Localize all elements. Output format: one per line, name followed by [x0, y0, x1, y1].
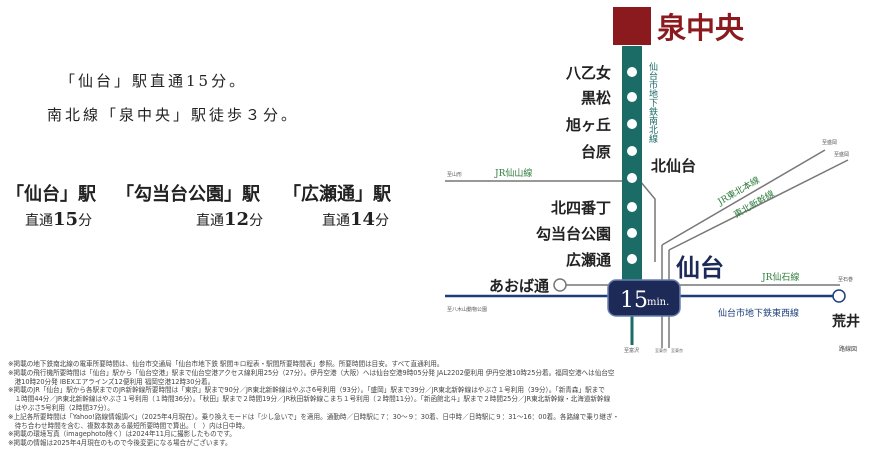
summary-time-unit: 分 — [375, 213, 390, 229]
summary-station-name-hirosedori: 「広瀬通」駅 — [283, 184, 391, 205]
minutes-box — [607, 279, 681, 317]
summary-station-name-sendai: 「仙台」駅 — [6, 184, 96, 205]
summary-time-label: 直通 — [322, 213, 350, 229]
label-jr-senseki: JR仙石線 — [761, 271, 799, 283]
footnote-line: ※上記各所要時間は「Yahoo!路線情報調べ」（2025年4月現在）。乗り換えモ… — [8, 412, 620, 421]
summary-time-label: 直通 — [25, 213, 53, 229]
summary-time-minutes: 12 — [224, 209, 250, 230]
station-dot — [627, 67, 637, 77]
station-label-aobadori: あおば通 — [489, 277, 549, 295]
summary-time-label: 直通 — [196, 213, 224, 229]
summary-time-minutes: 14 — [350, 209, 376, 230]
senzan-line — [445, 180, 656, 262]
footnote-line: ※掲載の飛行機所要時間は「仙台」駅から「仙台空港」駅まで仙台空港アクセス線利用2… — [8, 368, 615, 377]
station-dot — [627, 202, 637, 212]
footnote-line: 港10時20分発 IBEXエアラインズ12便利用 福岡空港12時30分着。 — [8, 377, 215, 386]
station-dot — [627, 146, 637, 156]
summary-time-unit: 分 — [249, 213, 264, 229]
station-dot — [627, 173, 637, 183]
station-label-kuromatsu: 黒松 — [581, 89, 611, 107]
footnote-line: ※掲載の地下鉄南北線の電車所要時間は、仙台市交通局「仙台市地下鉄 駅間キロ程表・… — [8, 360, 444, 368]
summary-time-unit: 分 — [78, 213, 93, 229]
footnote-line: ※掲載のJR「仙台」駅から各駅までのJR新幹線所要時間は「東京」駅まで90分／J… — [8, 386, 605, 395]
route-map: 泉中央 仙台市地下鉄南北線 八乙女 黒松 旭ヶ丘 台原 北仙台 北四番丁 勾当台… — [445, 7, 860, 354]
station-label-sendai: 仙台 — [676, 253, 724, 282]
arai-station-dot — [832, 289, 846, 303]
summary-time-sendai: 直通15分 — [25, 209, 92, 230]
station-label-yaotome: 八乙女 — [565, 64, 611, 82]
station-dot — [627, 254, 637, 264]
label-to-tokyo-1: 至東京 — [655, 347, 667, 353]
station-label-hirosedori: 広瀬通 — [566, 251, 611, 269]
label-to-yamagata: 至山形 — [447, 171, 462, 178]
intro-line-1: 「仙台」駅直通15分。 — [60, 72, 248, 90]
tohoku-shinkansen-line — [668, 159, 849, 251]
label-tozai: 仙台市地下鉄東西線 — [718, 307, 799, 319]
nanboku-line-label: 仙台市地下鉄南北線 — [647, 61, 658, 143]
footnote-line: ※掲載の情報は2025年4月現在のもので今後変更になる場合がございます。 — [8, 439, 232, 448]
label-to-morioka-1: 至盛岡 — [822, 139, 837, 146]
footnote-line: ※掲載の環境写真（imagephoto除く）は2024年11月に撮影したものです… — [8, 430, 236, 439]
summary-time-kotodai: 直通12分 — [196, 209, 263, 230]
summary-station-name-kotodai: 「勾当台公園」駅 — [116, 184, 260, 205]
map-legend-label: 路線図 — [839, 345, 857, 353]
station-label-kotodaikoen: 勾当台公園 — [536, 225, 611, 243]
station-dot — [627, 119, 637, 129]
label-to-morioka-2: 至盛岡 — [834, 151, 849, 158]
minutes-unit: min. — [647, 297, 669, 308]
station-label-kitasendai: 北仙台 — [651, 157, 696, 175]
label-to-tokyo-2: 至東京 — [671, 347, 683, 353]
station-label-arai: 荒井 — [831, 313, 860, 330]
minutes-number: 15 — [620, 288, 648, 313]
label-to-ishinomaki: 至石巻 — [838, 276, 853, 283]
label-jr-senzan: JR仙山線 — [494, 167, 532, 179]
summary-time-hirosedori: 直通14分 — [322, 209, 389, 230]
footnote-line: 待ち合わせ時間を含む、複数本数ある最短所要時間で算出。（ ）内は日中時。 — [8, 421, 249, 430]
station-label-dainohara: 台原 — [581, 143, 611, 161]
summary-time-minutes: 15 — [53, 209, 79, 230]
footnote-line: はやぶさ5号利用（2時間37分）。 — [8, 403, 114, 412]
station-dot — [627, 92, 637, 102]
aobadori-station-dot — [553, 278, 567, 292]
footnote-line: １時間44分／JR東北新幹線はやぶさ１号利用（１時間36分）。「秋田」駅まで２時… — [8, 395, 611, 404]
tohoku-main-line — [661, 149, 826, 246]
intro-line-2: 南北線「泉中央」駅徒歩３分。 — [47, 106, 300, 124]
station-dot — [627, 228, 637, 238]
station-label-asahigaoka: 旭ヶ丘 — [565, 116, 611, 134]
station-label-kitayonbancho: 北四番丁 — [551, 199, 611, 217]
origin-station-box — [613, 7, 651, 45]
origin-station-name: 泉中央 — [657, 11, 745, 45]
footnotes: ※掲載の地下鉄南北線の電車所要時間は、仙台市交通局「仙台市地下鉄 駅間キロ程表・… — [8, 360, 798, 448]
label-to-tomizawa: 至富沢 — [624, 347, 639, 354]
label-to-yagiyama: 至八木山動物公園 — [447, 306, 487, 313]
